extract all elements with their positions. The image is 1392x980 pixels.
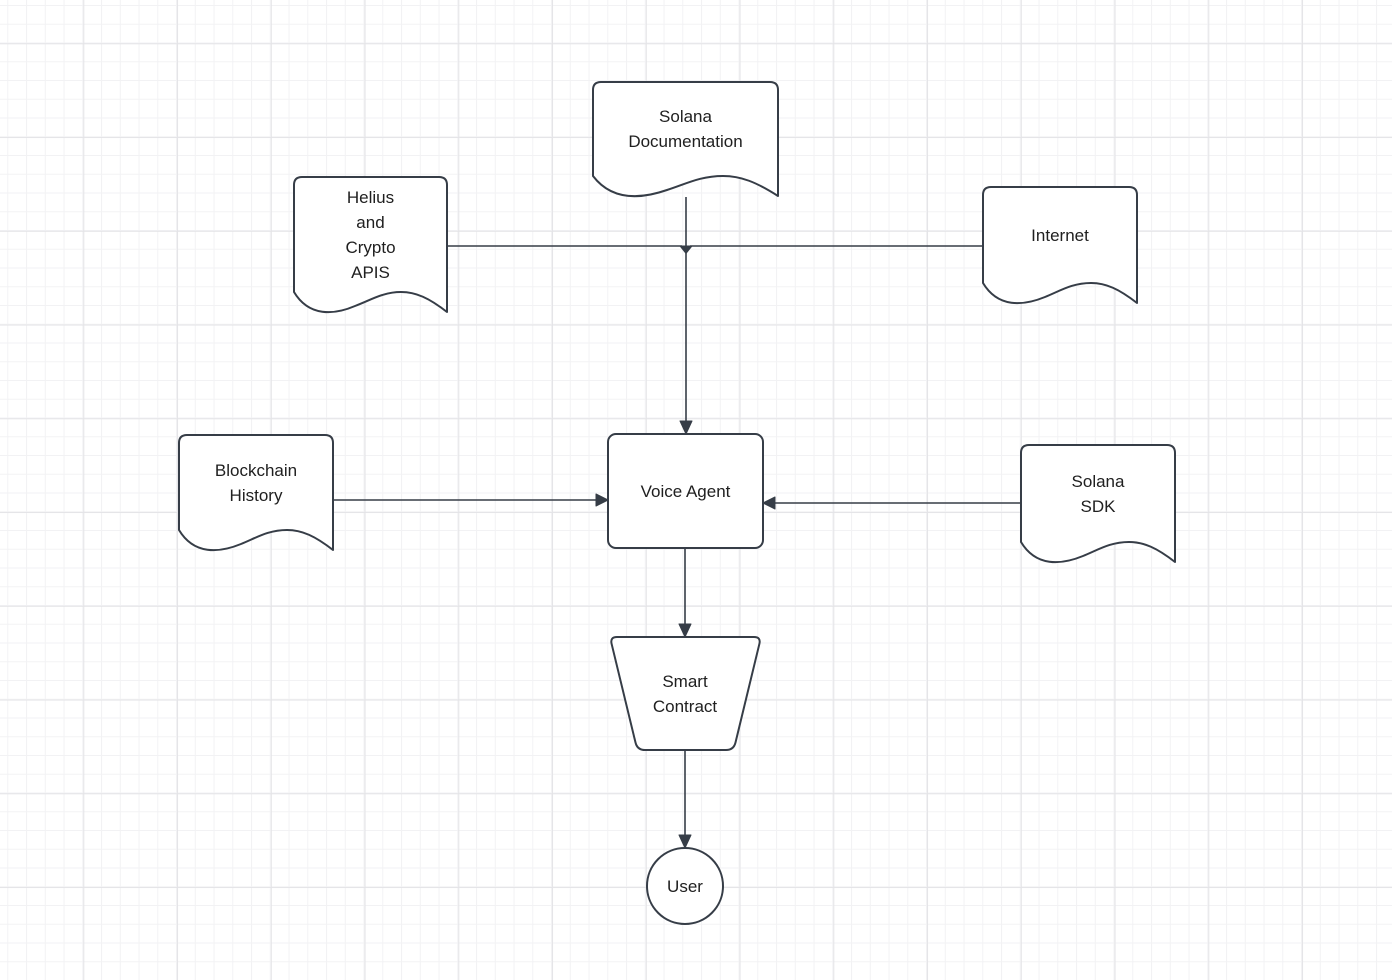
node-label-internet[interactable]: Internet bbox=[1031, 225, 1089, 245]
node-blockchain-history[interactable] bbox=[178, 434, 334, 552]
arrowhead-into-user bbox=[678, 834, 692, 849]
document-shape-internet[interactable] bbox=[982, 186, 1138, 305]
node-label-smart-contract[interactable]: Smart Contract bbox=[652, 671, 718, 716]
node-helius-crypto-apis[interactable] bbox=[293, 176, 448, 314]
arrowhead-into-voice-agent-top bbox=[679, 420, 693, 435]
node-label-solana-sdk[interactable]: Solana SDK bbox=[1071, 471, 1125, 516]
edge-blockchain-history-to-voice-agent[interactable] bbox=[333, 493, 609, 507]
node-label-helius-crypto-apis[interactable]: Helius and Crypto APIS bbox=[345, 187, 396, 282]
node-solana-documentation[interactable] bbox=[592, 81, 779, 198]
node-internet[interactable] bbox=[982, 186, 1138, 305]
arrowhead-into-voice-agent-right bbox=[762, 496, 776, 510]
document-shape-solana-documentation[interactable] bbox=[592, 81, 779, 198]
node-smart-contract[interactable] bbox=[610, 636, 761, 751]
document-shape-blockchain-history[interactable] bbox=[178, 434, 334, 552]
trapezoid-shape-smart-contract[interactable] bbox=[610, 636, 761, 751]
circle-shape-user[interactable] bbox=[646, 847, 724, 925]
node-label-solana-documentation[interactable]: Solana Documentation bbox=[628, 107, 743, 151]
node-solana-sdk[interactable] bbox=[1020, 444, 1176, 564]
node-user[interactable] bbox=[646, 847, 724, 925]
node-label-blockchain-history[interactable]: Blockchain History bbox=[214, 460, 298, 505]
arrowhead-into-smart-contract bbox=[678, 623, 692, 638]
trunk-junction-chevron bbox=[679, 245, 693, 254]
edge-solana-sdk-to-voice-agent[interactable] bbox=[762, 496, 1021, 510]
document-shape-helius-crypto-apis[interactable] bbox=[293, 176, 448, 314]
edge-solana-documentation-to-voice-agent[interactable] bbox=[679, 197, 693, 435]
node-label-voice-agent[interactable]: Voice Agent bbox=[640, 481, 731, 501]
arrowhead-into-voice-agent-left bbox=[595, 493, 609, 507]
rectangle-shape-voice-agent[interactable] bbox=[607, 433, 764, 549]
edge-smart-contract-to-user[interactable] bbox=[678, 750, 692, 849]
node-label-user[interactable]: User bbox=[667, 876, 703, 896]
document-shape-solana-sdk[interactable] bbox=[1020, 444, 1176, 564]
edge-voice-agent-to-smart-contract[interactable] bbox=[678, 548, 692, 638]
node-voice-agent[interactable] bbox=[607, 433, 764, 549]
